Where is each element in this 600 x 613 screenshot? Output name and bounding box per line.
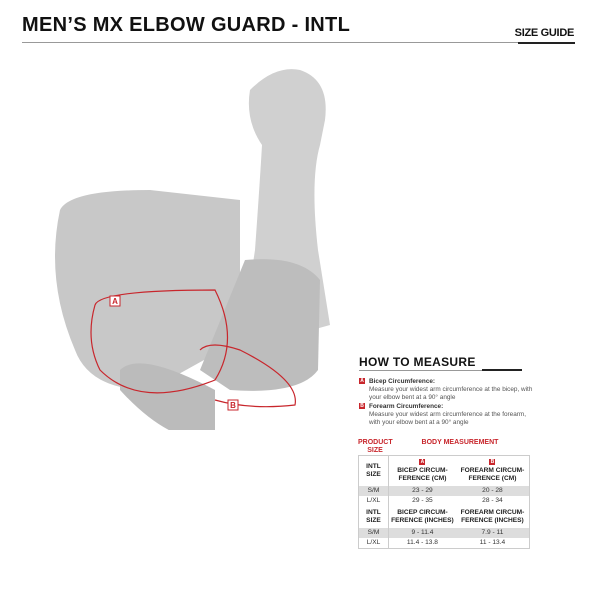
cell: 7.9 - 11 <box>455 528 530 538</box>
col-forearm: FOREARM CIRCUM-FERENCE (INCHES) <box>460 509 525 524</box>
how-to-measure-heading: HOW TO MEASURE <box>359 355 476 369</box>
forearm-measure-line <box>199 344 296 408</box>
heading-accent <box>482 369 522 371</box>
page-title: MEN’S MX ELBOW GUARD - INTL <box>22 14 351 36</box>
upper-arm-shape <box>55 190 240 390</box>
cell: L/XL <box>358 496 389 506</box>
bicep-measure-line <box>90 289 229 394</box>
measure-item-bicep: A Bicep Circumference: Measure your wides… <box>359 378 539 402</box>
badge-b: B <box>489 459 496 466</box>
forearm-guard <box>200 259 320 391</box>
cell: S/M <box>358 486 389 496</box>
badge-a: A <box>419 459 426 466</box>
body-measurement-header: BODY MEASUREMENT <box>421 439 499 446</box>
product-size-header: PRODUCT SIZE <box>358 439 393 454</box>
badge-a: A <box>359 378 365 385</box>
cell: 28 - 34 <box>482 497 503 504</box>
cell: 11 - 13.4 <box>479 539 506 546</box>
col-bicep: BICEP CIRCUM-FERENCE (CM) <box>397 467 448 482</box>
cell: 11.4 - 13.8 <box>406 539 438 546</box>
cell: 9 - 11.4 <box>388 528 456 538</box>
size-guide-tab[interactable]: SIZE GUIDE <box>514 27 575 39</box>
arm-illustration: A B <box>55 69 330 430</box>
measure-desc: Measure your widest arm circumference at… <box>369 411 526 426</box>
cell: L/XL <box>358 538 389 549</box>
table-row: L/XL 29 - 35 28 - 34 <box>358 496 530 506</box>
table-header-inches: INTL SIZE BICEP CIRCUM-FERENCE (INCHES) … <box>358 506 530 528</box>
marker-b: B <box>230 401 236 410</box>
col-size: INTL SIZE <box>358 506 389 528</box>
measure-desc: Measure your widest arm circumference at… <box>369 386 533 401</box>
heading-divider <box>359 370 491 371</box>
size-guide-underline <box>518 42 575 44</box>
measure-label: Bicep Circumference: <box>369 378 436 385</box>
cell: 29 - 35 <box>412 497 433 504</box>
table-row: L/XL 11.4 - 13.8 11 - 13.4 <box>358 538 530 549</box>
col-size: INTL SIZE <box>358 455 389 486</box>
measure-label: Forearm Circumference: <box>369 403 444 410</box>
cell: 20 - 28 <box>455 486 530 496</box>
col-forearm: FOREARM CIRCUM-FERENCE (CM) <box>460 467 525 482</box>
badge-b: B <box>359 403 365 410</box>
elbow-pad <box>120 363 215 430</box>
measure-item-forearm: B Forearm Circumference: Measure your wid… <box>359 403 539 427</box>
cell: S/M <box>358 528 389 538</box>
cell: 23 - 29 <box>388 486 456 496</box>
title-divider <box>22 42 575 43</box>
marker-a: A <box>112 297 118 306</box>
col-bicep: BICEP CIRCUM-FERENCE (INCHES) <box>391 509 454 524</box>
